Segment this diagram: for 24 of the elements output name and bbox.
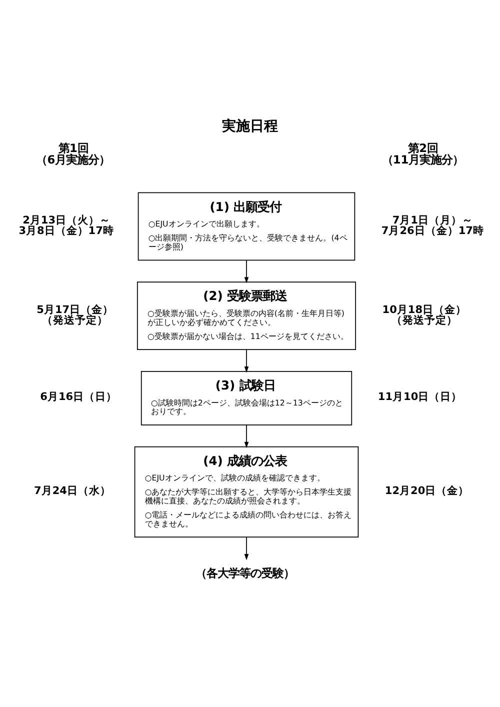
node-label: 6月16日（日） bbox=[40, 391, 118, 404]
diagram-title: 実施日程 bbox=[222, 118, 278, 134]
arrow bbox=[244, 424, 249, 448]
node-label: 10月18日（金） bbox=[382, 304, 467, 316]
node-label: 7月1日（月）～ bbox=[392, 214, 473, 226]
node-box: (2) 受験票郵送 ○受験票が届いたら、受験票の内容(名前・生年月日等)が正しいか必ず確かめてください。 ○受験票が届かない場合は、11ページを見てください。 bbox=[136, 282, 356, 350]
node-label: 7月24日（水） bbox=[34, 484, 111, 497]
label: 第2回 bbox=[408, 140, 438, 155]
node-label: 3月8日（金）17時 bbox=[18, 224, 114, 237]
arrow bbox=[244, 260, 249, 284]
node-label: 12月20日（金） bbox=[384, 484, 470, 497]
arrow bbox=[244, 536, 249, 560]
node-label: （発送予定） bbox=[42, 314, 108, 326]
node-label: 5月17日（金） bbox=[36, 304, 114, 316]
node-label: 7月26日（金）17時 bbox=[381, 224, 484, 237]
arrow bbox=[244, 349, 249, 373]
label: 第1回 bbox=[58, 140, 88, 155]
node-box: (3) 試験日 ○試験時間は2ページ、試験会場は12～13ページのとおりです。 bbox=[140, 371, 352, 426]
node-box: (4) 成績の公表 ○EJUオンラインで、試験の成績を確認できます。 ○あなたが大学等に出願すると、大学等から日本学生支援機構に直接、あなたの成績が照会されます。 ○電話・メールなどによる成績の問い合わせには、お答えできません。 bbox=[134, 446, 359, 538]
node-box: (1) 出願受付 ○EJUオンラインで出願します。 ○出願期間・方法を守らないと、受験できません。(4ページ参照) bbox=[138, 192, 356, 261]
node-text: （各大学等の受験） bbox=[196, 566, 295, 580]
node-label: 11月10日（日） bbox=[378, 391, 462, 404]
node-label: 2月13日（火）～ bbox=[22, 214, 111, 226]
node-label: （発送予定） bbox=[391, 314, 458, 326]
